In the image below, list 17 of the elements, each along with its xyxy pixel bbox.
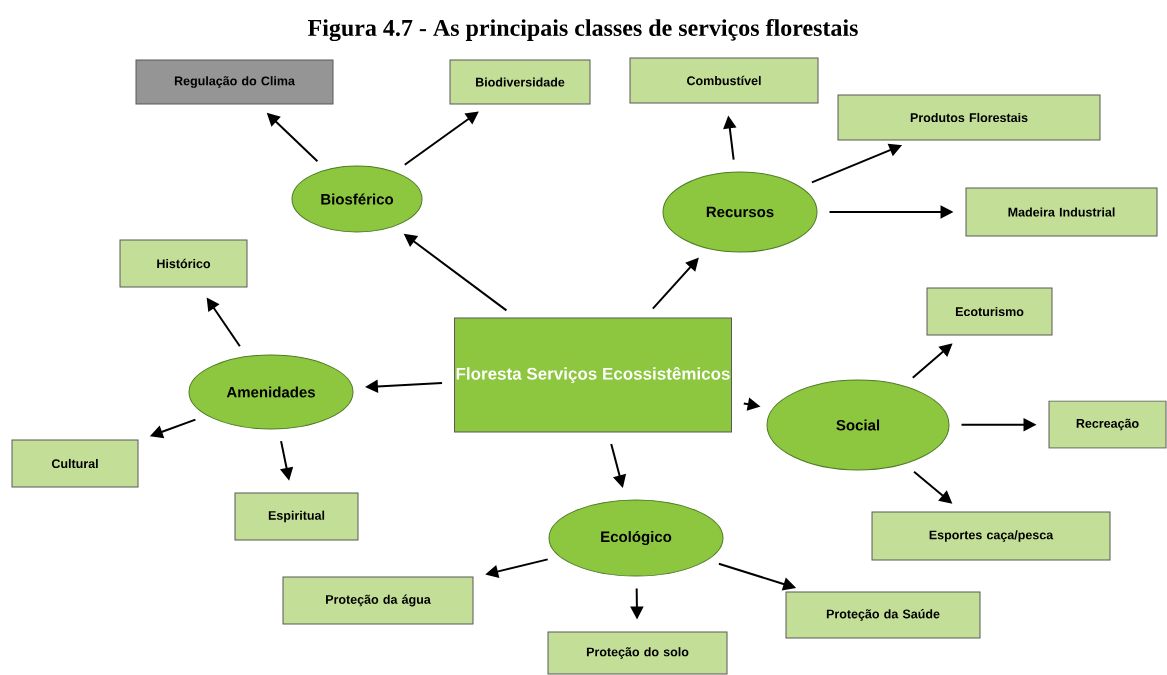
service-box: Biodiversidade (449, 59, 591, 105)
service-box: Regulação do Clima (135, 59, 334, 105)
figure-title: Figura 4.7 - As principais classes de serviços florestais (308, 18, 858, 42)
service-box: Ecoturismo (926, 287, 1053, 336)
service-box: Espiritual (234, 492, 359, 541)
service-box: Recreação (1048, 400, 1167, 449)
service-box: Histórico (119, 239, 248, 288)
service-box: Proteção da Saúde (785, 591, 981, 639)
service-box: Combustível (629, 57, 819, 104)
service-box: Floresta Serviços Ecossistêmicos (454, 317, 732, 433)
service-box: Madeira Industrial (965, 187, 1158, 237)
service-box: Cultural (11, 439, 139, 488)
service-box: Esportes caça/pesca (871, 511, 1111, 561)
service-box: Produtos Florestais (837, 94, 1101, 141)
service-box: Proteção da água (282, 576, 474, 625)
service-box: Proteção do solo (547, 631, 728, 675)
arrow (403, 111, 479, 166)
